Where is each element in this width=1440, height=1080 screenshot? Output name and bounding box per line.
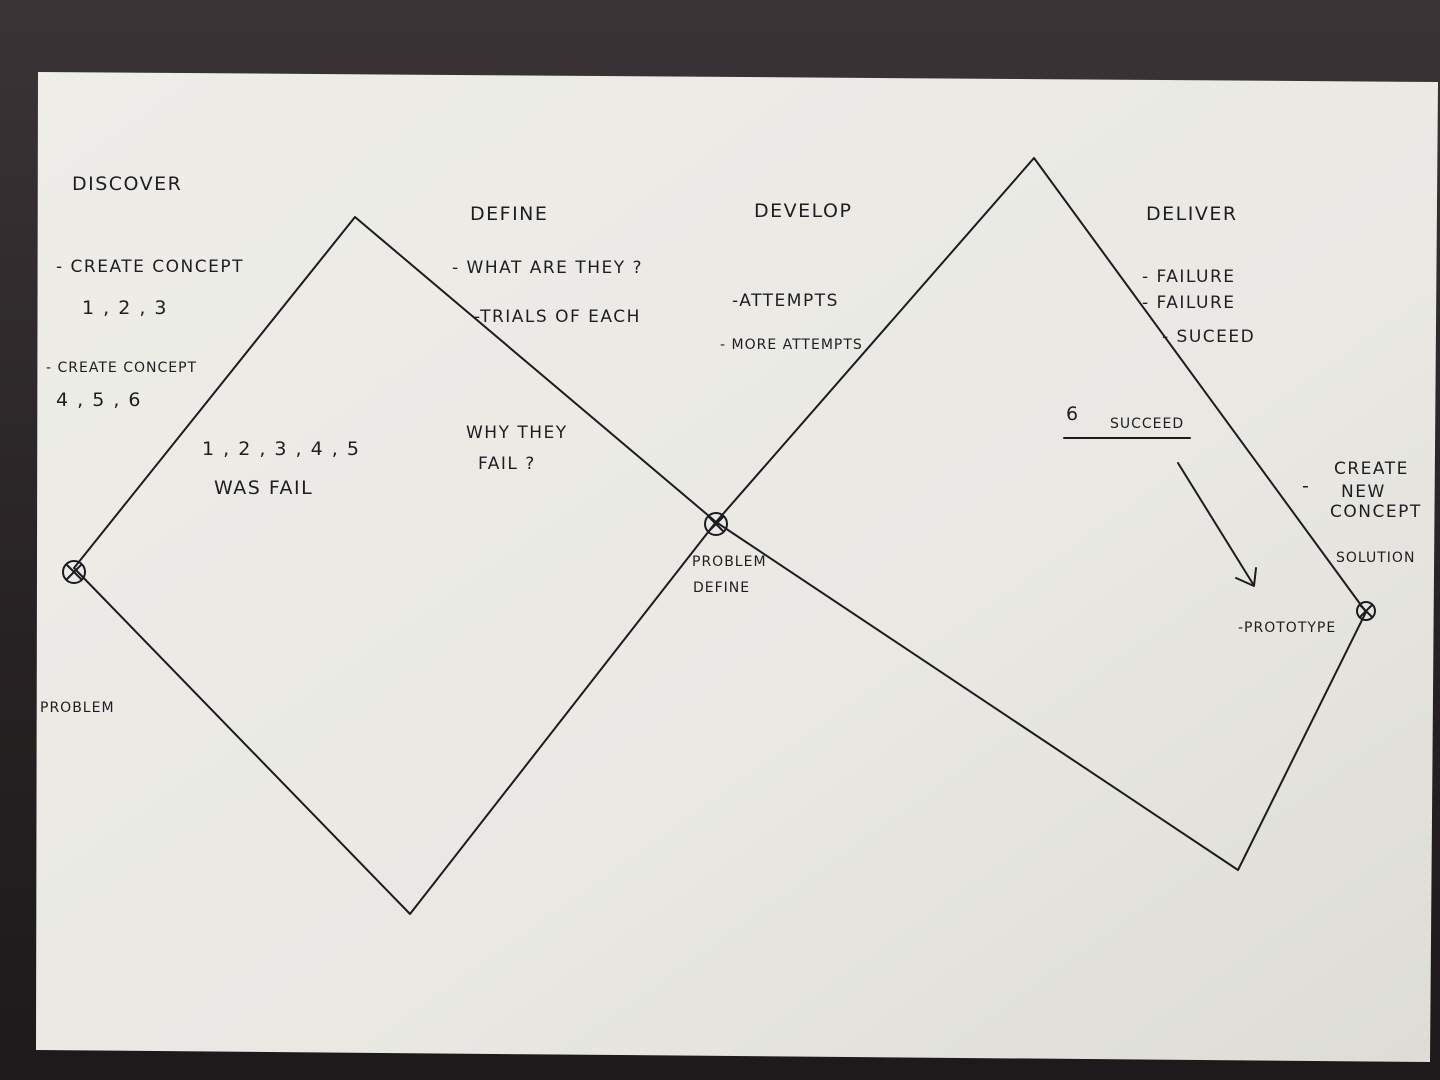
define-note-2: -TRIALS OF EACH (474, 307, 641, 327)
problem-define-node-icon (704, 512, 728, 536)
succeed-number: 6 (1066, 403, 1080, 425)
create-new-concept-dash: - (1302, 475, 1310, 497)
solution-node-icon (1356, 601, 1376, 621)
create-new-concept-line-3: CONCEPT (1330, 502, 1422, 522)
problem-define-label-2: DEFINE (693, 580, 750, 596)
phase-discover: DISCOVER (72, 173, 182, 195)
create-new-concept-line-1: CREATE (1334, 459, 1409, 479)
why-they-fail-line-1: WHY THEY (466, 423, 568, 443)
deliver-note-1: - FAILURE (1142, 267, 1236, 287)
phase-define: DEFINE (470, 203, 548, 225)
phase-deliver: DELIVER (1146, 203, 1238, 225)
discover-note-2: 1 , 2 , 3 (82, 297, 168, 319)
discover-note-4: 4 , 5 , 6 (56, 389, 142, 411)
succeed-text: SUCCEED (1110, 416, 1184, 432)
problem-define-label-1: PROBLEM (692, 554, 767, 570)
arrow-down-icon (1177, 462, 1257, 587)
inside-left-line-2: WAS FAIL (214, 477, 313, 499)
inside-left-line-1: 1 , 2 , 3 , 4 , 5 (202, 438, 360, 460)
why-they-fail-line-2: FAIL ? (478, 454, 536, 474)
paper-sheet (36, 72, 1438, 1062)
develop-note-1: -ATTEMPTS (732, 291, 839, 311)
deliver-note-3: - SUCEED (1162, 327, 1255, 347)
problem-label: PROBLEM (40, 700, 115, 716)
solution-label: SOLUTION (1336, 550, 1415, 566)
create-new-concept-line-2: NEW (1341, 482, 1386, 502)
problem-node-icon (62, 560, 86, 584)
deliver-note-2: - FAILURE (1142, 293, 1236, 313)
discover-note-3: - CREATE CONCEPT (46, 360, 197, 376)
develop-note-2: - MORE ATTEMPTS (720, 337, 863, 353)
define-note-1: - WHAT ARE THEY ? (452, 258, 643, 278)
discover-note-1: - CREATE CONCEPT (56, 257, 244, 277)
phase-develop: DEVELOP (754, 200, 852, 222)
prototype-label: -PROTOTYPE (1238, 620, 1336, 636)
